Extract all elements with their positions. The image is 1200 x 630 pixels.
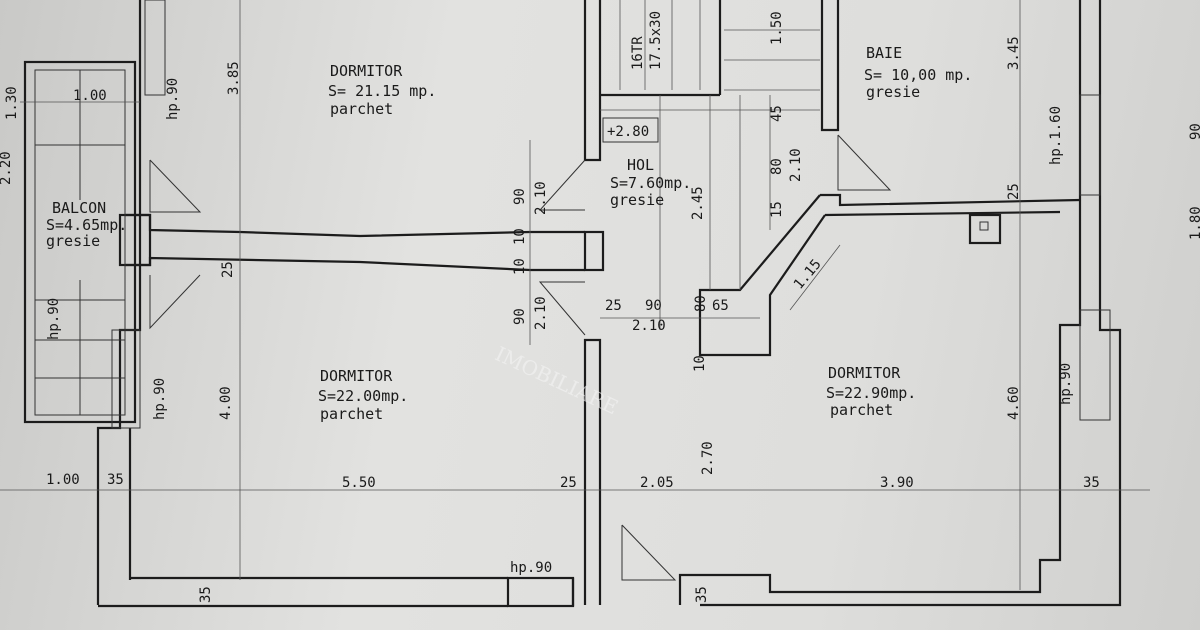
dim: 35 — [107, 472, 124, 488]
dim: 1.50 — [769, 11, 785, 45]
walls — [23, 0, 1122, 608]
room-dormitor-left: DORMITOR S=22.00mp. parchet — [318, 367, 408, 423]
room-area: S=7.60mp. — [610, 174, 691, 192]
dimensions: 1.00 1.30 2.20 3.85 hp.90 25 4.00 1.00 3… — [0, 11, 1200, 603]
room-dormitor-right: DORMITOR S=22.90mp. parchet — [826, 364, 916, 419]
dim: 5.50 — [342, 475, 376, 491]
dim: 25 — [220, 261, 236, 278]
dim: 90 — [512, 308, 528, 325]
room-balcon: BALCON S=4.65mp. gresie — [46, 199, 127, 250]
dim: 35 — [694, 586, 710, 603]
dim: hp.90 — [46, 298, 62, 340]
dim: 90 — [512, 188, 528, 205]
room-name: DORMITOR — [828, 364, 901, 382]
dim: 10 — [692, 355, 708, 372]
stairs-size: 17.5x30 — [648, 11, 664, 70]
dim: 2.20 — [0, 151, 14, 185]
room-floor: parchet — [830, 401, 893, 419]
dim: 1.00 — [73, 88, 107, 104]
room-floor: gresie — [46, 232, 100, 250]
dim: 10 — [512, 258, 528, 275]
room-area: S= 10,00 mp. — [864, 66, 972, 84]
dim: 2.10 — [632, 318, 666, 334]
room-name: BALCON — [52, 199, 106, 217]
room-name: HOL — [627, 156, 654, 174]
room-name: DORMITOR — [320, 367, 393, 385]
room-floor: parchet — [320, 405, 383, 423]
room-area: S=22.90mp. — [826, 384, 916, 402]
dim: hp.1.60 — [1048, 106, 1064, 165]
room-dormitor-top: DORMITOR S= 21.15 mp. parchet — [328, 62, 436, 118]
dim: 25 — [1006, 183, 1022, 200]
room-area: S=22.00mp. — [318, 387, 408, 405]
dim: 80 — [769, 158, 785, 175]
dim: 25 — [605, 298, 622, 314]
dim: 10 — [512, 228, 528, 245]
dim: 1.30 — [4, 86, 20, 120]
dim: 2.45 — [690, 186, 706, 220]
dim: 90 — [645, 298, 662, 314]
dim: 3.85 — [226, 61, 242, 95]
dim: 2.10 — [533, 296, 549, 330]
dim: 2.10 — [788, 148, 804, 182]
watermark-logo: IMOBILIARE — [492, 341, 622, 419]
dim: 15 — [769, 201, 785, 218]
dim: hp.90 — [165, 78, 181, 120]
dim: 25 — [560, 475, 577, 491]
room-name: DORMITOR — [330, 62, 403, 80]
dim: 3.45 — [1006, 36, 1022, 70]
room-hol: HOL S=7.60mp. gresie — [610, 156, 691, 209]
dim: 2.05 — [640, 475, 674, 491]
dim: hp.90 — [1058, 363, 1074, 405]
room-floor: gresie — [610, 191, 664, 209]
level-box — [602, 117, 659, 143]
dim: 65 — [712, 298, 729, 314]
dim: 4.60 — [1006, 386, 1022, 420]
dim: 1.00 — [46, 472, 80, 488]
dim: 35 — [198, 586, 214, 603]
doors — [149, 134, 892, 581]
stairs-steps: 16TR — [630, 36, 646, 70]
dim: 35 — [1083, 475, 1100, 491]
room-floor: gresie — [866, 83, 920, 101]
dim: 45 — [769, 105, 785, 122]
level-mark: +2.80 — [607, 124, 649, 140]
dim: 2.70 — [700, 441, 716, 475]
dimension-lines — [0, 0, 1150, 590]
dim: 80 — [693, 295, 709, 312]
dim: hp.90 — [152, 378, 168, 420]
dim: 3.90 — [880, 475, 914, 491]
room-floor: parchet — [330, 100, 393, 118]
room-baie: BAIE S= 10,00 mp. gresie — [864, 44, 972, 101]
stairs — [600, 0, 820, 330]
dim: 1.80 — [1188, 206, 1200, 240]
dim: 4.00 — [218, 386, 234, 420]
dim: hp.90 — [510, 560, 552, 576]
dim: 90 — [1188, 123, 1200, 140]
dim: 2.10 — [533, 181, 549, 215]
room-name: BAIE — [866, 44, 902, 62]
room-area: S= 21.15 mp. — [328, 82, 436, 100]
room-area: S=4.65mp. — [46, 216, 127, 234]
